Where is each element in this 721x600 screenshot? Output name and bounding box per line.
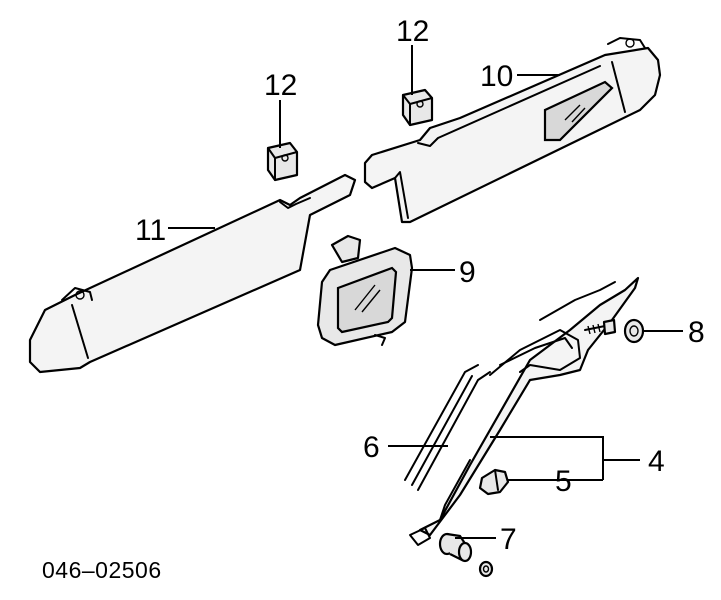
visor-clip-right — [401, 88, 434, 127]
callout-7: 7 — [500, 523, 517, 556]
screw — [584, 318, 617, 336]
callout-4: 4 — [648, 445, 665, 478]
callout-12-left: 12 — [264, 69, 297, 102]
visor-clip-left — [266, 141, 299, 182]
diagram-code: 046–02506 — [42, 557, 162, 583]
push-clip — [438, 532, 494, 578]
callout-6: 6 — [363, 431, 380, 464]
callout-12-right: 12 — [396, 15, 429, 48]
right-sun-visor — [363, 37, 662, 224]
a-pillar-trim — [409, 276, 640, 546]
trim-clip — [478, 468, 510, 496]
left-sun-visor — [28, 173, 357, 374]
rear-view-mirror — [316, 234, 414, 347]
callout-9: 9 — [459, 256, 476, 289]
callout-11: 11 — [135, 214, 166, 247]
callout-8: 8 — [688, 316, 705, 349]
leader-lines — [168, 45, 683, 539]
grommet — [623, 318, 645, 344]
callout-5: 5 — [555, 465, 572, 498]
callout-10: 10 — [480, 60, 513, 93]
weatherstrip — [404, 364, 491, 491]
